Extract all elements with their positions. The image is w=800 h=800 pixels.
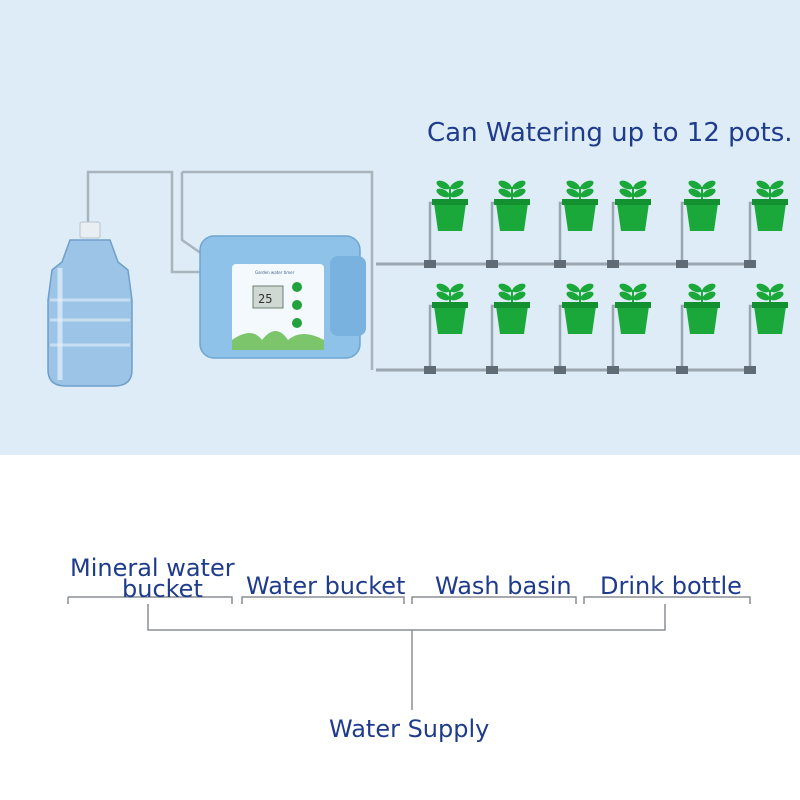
source-wash-basin: Wash basin (435, 572, 572, 600)
source-brackets (67, 596, 751, 710)
plant-pot-icon (676, 283, 720, 374)
plant-pot-icon (486, 283, 530, 374)
source-water-bucket: Water bucket (246, 572, 406, 600)
headline: Can Watering up to 12 pots. (427, 118, 793, 148)
diagram-background-panel (0, 0, 800, 455)
supply-tubing (86, 170, 374, 370)
plant-pot-icon (424, 180, 468, 268)
device-panel-title: Garden water timer (255, 270, 295, 275)
source-drink-bottle: Drink bottle (600, 572, 742, 600)
source-mineral-water-line1: Mineral water (70, 554, 235, 582)
plant-pot-icon (424, 283, 468, 374)
source-mineral-water-line2: bucket (122, 575, 203, 603)
plant-pot-icon (554, 283, 598, 374)
plant-pot-icon (607, 283, 651, 374)
water-timer-device (199, 235, 366, 359)
plant-pot-icon (607, 180, 651, 268)
plant-pot-icon (676, 180, 720, 268)
pot-layer (424, 180, 788, 374)
plant-pot-icon (554, 180, 598, 268)
device-screen-text: 25 (258, 292, 272, 306)
water-bottle-icon (47, 221, 133, 387)
plant-pot-icon (744, 180, 788, 268)
plant-pot-icon (744, 283, 788, 374)
water-supply-label: Water Supply (329, 715, 490, 743)
plant-pot-icon (486, 180, 530, 268)
